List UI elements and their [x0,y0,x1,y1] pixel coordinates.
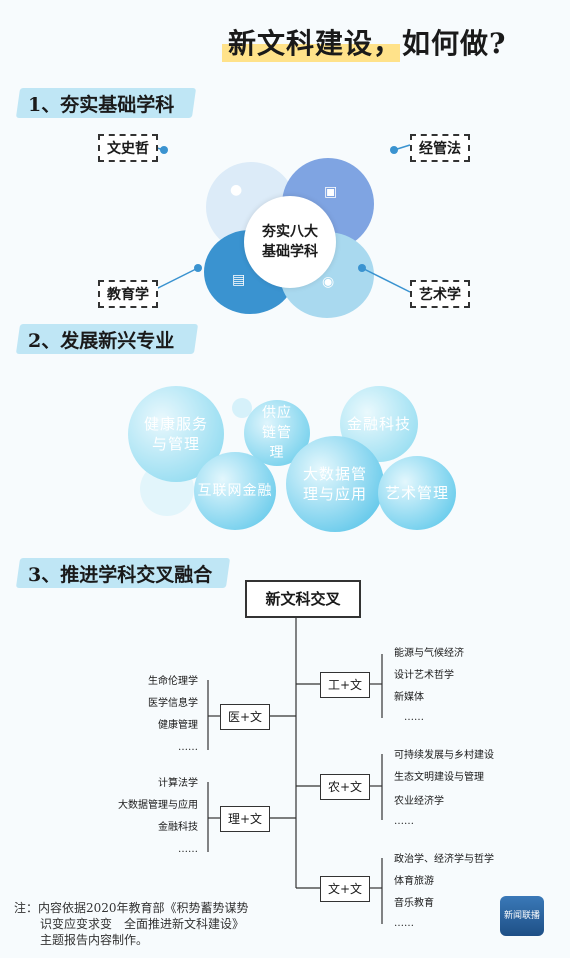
document-icon: ▤ [232,272,246,288]
box-science-liberal: 理+文 [220,806,270,832]
lib-item-more: …… [394,918,414,929]
page-title: 新文科建设，如何做? [228,27,507,60]
bulb-icon: ● [230,182,243,198]
tag-literature-history-philosophy: 文史哲 [98,134,158,162]
sci-item-more: …… [178,844,198,855]
section-3-title: 3、推进学科交叉融合 [28,564,213,586]
tag-art: 艺术学 [410,280,470,308]
lib-item-2: 体育旅游 [394,876,434,887]
bubble-big-data: 大数据管理与应用 [286,436,384,532]
sci-item-1: 计算法学 [158,778,198,789]
source-note-line-3: 主题报告内容制作。 [40,933,149,947]
sci-item-2: 大数据管理与应用 [118,800,198,811]
box-engineering-liberal: 工+文 [320,672,370,698]
sci-item-3: 金融科技 [158,822,198,833]
section-1-title: 1、夯实基础学科 [28,94,175,116]
people-icon: ◉ [322,274,335,290]
eng-item-2: 设计艺术哲学 [394,670,454,681]
center-line-1: 夯实八大 [262,224,318,240]
foundation-center: 夯实八大 基础学科 [244,196,336,288]
med-item-2: 医学信息学 [148,698,198,709]
lib-item-1: 政治学、经济学与哲学 [394,854,494,865]
section-2-title: 2、发展新兴专业 [28,330,175,352]
source-note-line-1: 注：内容依据2020年教育部《积势蓄势谋势 [14,901,249,915]
eng-item-more: …… [404,712,424,723]
tag-education: 教育学 [98,280,158,308]
source-note-line-2: 识变应变求变 全面推进新文科建设》 [40,917,245,931]
foundation-connectors [149,144,411,293]
med-item-more: …… [178,742,198,753]
tag-economics-management-law: 经管法 [410,134,470,162]
box-medicine-liberal: 医+文 [220,704,270,730]
agr-item-1: 可持续发展与乡村建设 [394,750,494,761]
title-highlight [222,44,400,62]
med-item-3: 健康管理 [158,720,198,731]
bubble-internet-finance: 互联网金融 [194,452,276,530]
agr-item-2: 生态文明建设与管理 [394,772,484,783]
center-line-2: 基础学科 [262,244,318,260]
box-liberal-liberal: 文+文 [320,876,370,902]
bubble-deco-1 [232,398,252,418]
lib-item-3: 音乐教育 [394,898,434,909]
box-agriculture-liberal: 农+文 [320,774,370,800]
agr-item-more: …… [394,816,414,827]
eng-item-3: 新媒体 [394,692,424,703]
bubble-art-management: 艺术管理 [378,456,456,530]
news-logo: 新闻联播 [500,896,544,936]
agr-item-3: 农业经济学 [394,796,444,807]
cross-main-box: 新文科交叉 [245,580,361,618]
clipboard-icon: ▣ [324,184,338,200]
eng-item-1: 能源与气候经济 [394,648,464,659]
med-item-1: 生命伦理学 [148,676,198,687]
